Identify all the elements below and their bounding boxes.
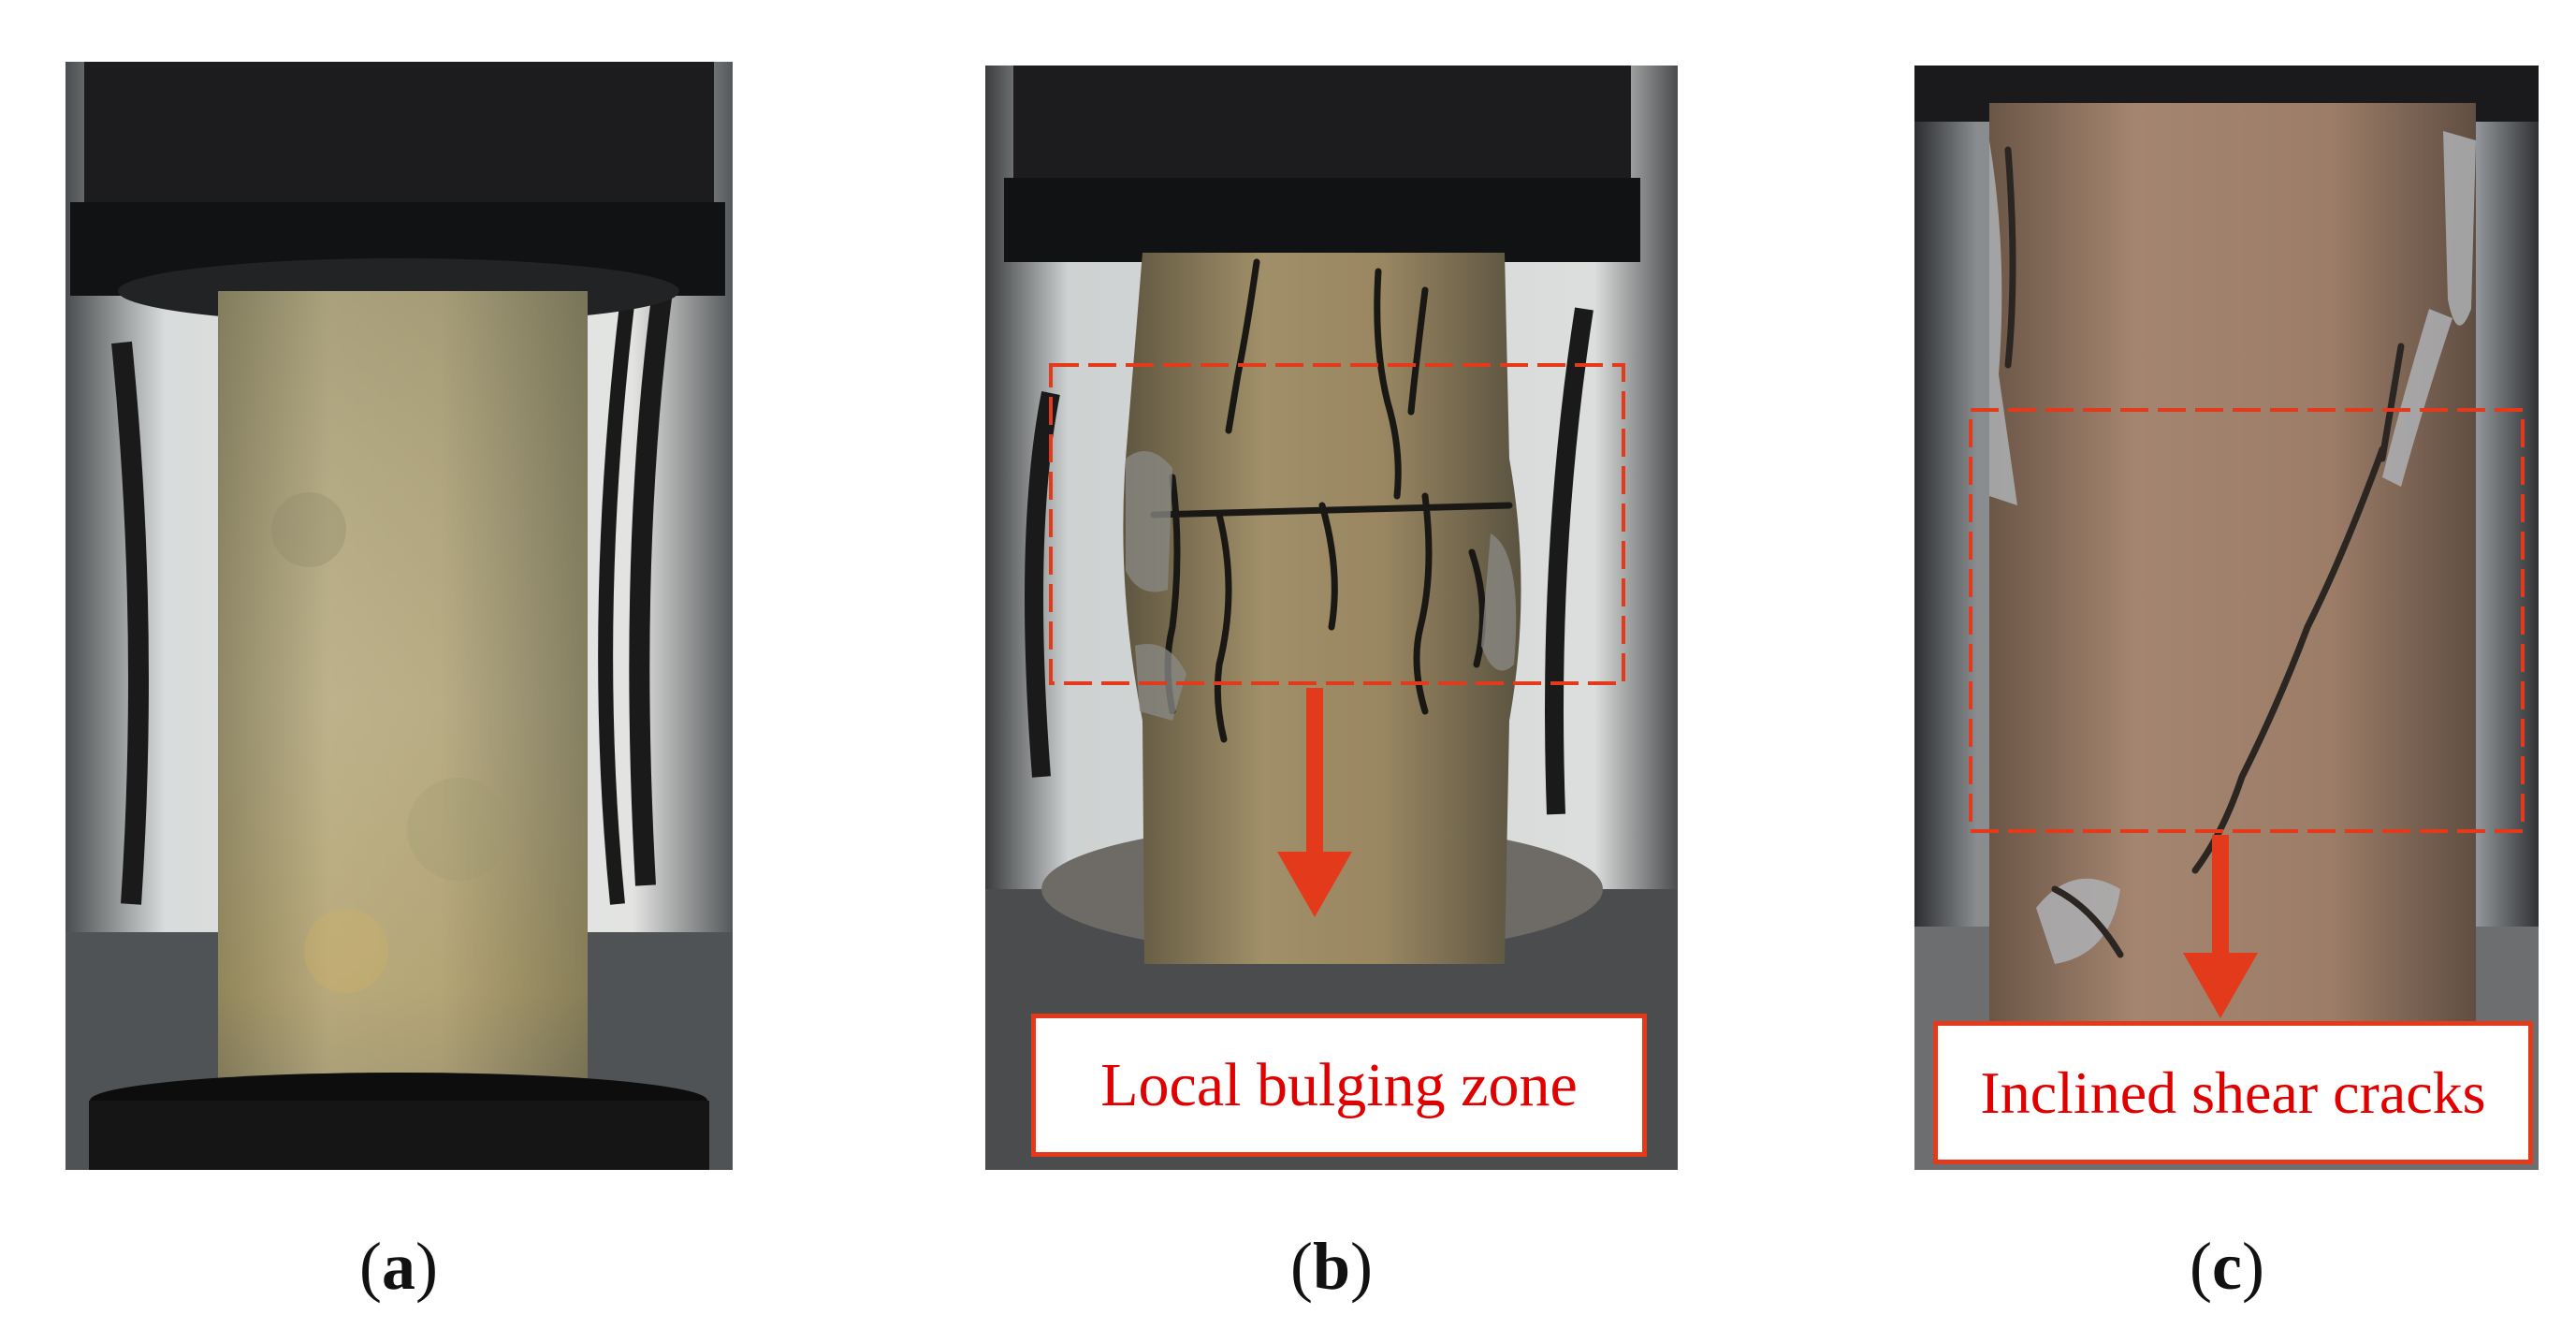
caption-letter: b <box>1312 1229 1351 1304</box>
specimen-bulging-photo <box>985 66 1678 1170</box>
caption-letter: c <box>2212 1229 2242 1304</box>
caption-letter: a <box>382 1229 415 1304</box>
specimen-intact-photo <box>65 62 733 1170</box>
caption-c: (c) <box>2190 1228 2264 1306</box>
caption-open: ( <box>359 1229 382 1304</box>
caption-close: ) <box>2241 1229 2264 1304</box>
caption-a: (a) <box>359 1228 438 1306</box>
caption-open: ( <box>2190 1229 2213 1304</box>
annotation-inclined-shear-cracks: Inclined shear cracks <box>1933 1021 2533 1164</box>
photo-panel-a <box>65 62 733 1170</box>
caption-open: ( <box>1289 1229 1313 1304</box>
specimen-shear-photo <box>1914 66 2539 1170</box>
photo-panel-c <box>1914 66 2539 1170</box>
caption-close: ) <box>1350 1229 1374 1304</box>
caption-b: (b) <box>1290 1228 1373 1306</box>
caption-close: ) <box>415 1229 438 1304</box>
annotation-local-bulging-zone: Local bulging zone <box>1031 1014 1647 1157</box>
photo-panel-b <box>985 66 1678 1170</box>
